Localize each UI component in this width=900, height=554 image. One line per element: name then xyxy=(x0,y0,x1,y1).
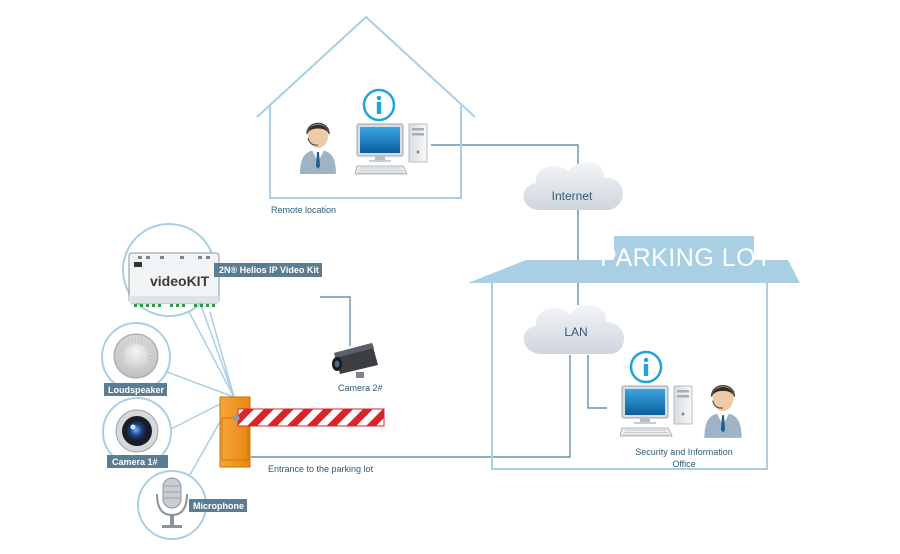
lan-label: LAN xyxy=(564,325,587,339)
internet-label: Internet xyxy=(552,189,593,203)
remote-location-house: Remote location xyxy=(256,15,476,215)
camera-2: Camera 2# xyxy=(332,343,383,393)
parking-lot-building: PARKING LOT xyxy=(468,236,800,470)
camera-1: Camera 1# xyxy=(102,397,172,468)
info-icon xyxy=(629,350,663,384)
security-office-label-line1: Security and Information xyxy=(635,447,733,457)
video-kit-label: 2N® Helios IP Video Kit xyxy=(219,265,319,275)
entrance-label: Entrance to the parking lot xyxy=(268,464,374,474)
microphone: Microphone xyxy=(137,470,247,540)
camera-2-label: Camera 2# xyxy=(338,383,383,393)
video-kit-logo: videoKIT xyxy=(150,273,210,289)
computer-icon xyxy=(355,123,428,175)
internet-cloud: Internet xyxy=(523,161,623,210)
loudspeaker-label: Loudspeaker xyxy=(108,385,165,395)
security-office-label-line2: Office xyxy=(672,459,695,469)
remote-location-label: Remote location xyxy=(271,205,336,215)
line-lan-entrance xyxy=(251,355,571,458)
person-headset-icon xyxy=(703,384,743,439)
line-kit-camera2 xyxy=(320,296,351,346)
loudspeaker: Loudspeaker xyxy=(101,322,171,396)
parking-lot-title: PARKING LOT xyxy=(600,244,772,272)
info-icon xyxy=(362,88,396,122)
security-office: Security and Information Office xyxy=(620,350,743,469)
computer-icon xyxy=(620,385,693,437)
microphone-label: Microphone xyxy=(193,501,244,511)
lan-cloud: LAN xyxy=(523,304,625,354)
parking-barrier: Entrance to the parking lot xyxy=(219,396,385,474)
line-lan-office xyxy=(587,355,607,409)
video-kit-device: videoKIT 2N® Helios IP Video Kit xyxy=(122,223,322,317)
person-headset-icon xyxy=(299,122,337,175)
camera-1-label: Camera 1# xyxy=(112,457,158,467)
